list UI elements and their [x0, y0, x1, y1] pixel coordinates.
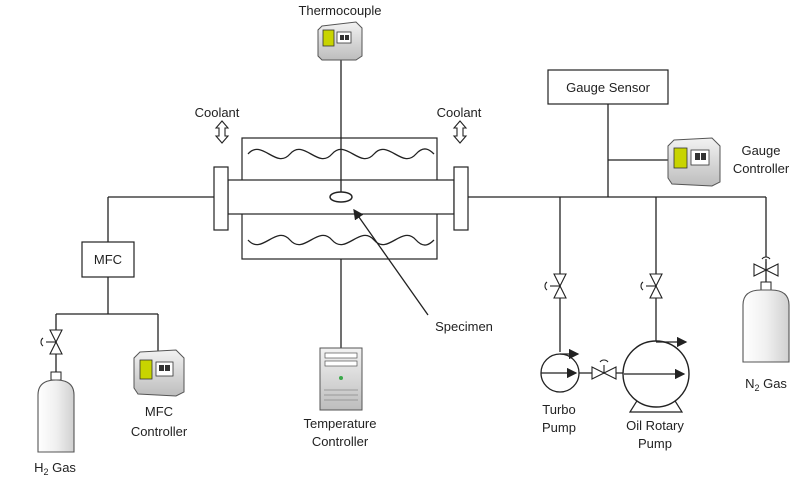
rotary-valve [640, 273, 663, 299]
gauge-sensor-box [547, 69, 669, 105]
rotary-inlet-valve [591, 359, 617, 380]
coolant-label-right: Coolant [437, 105, 482, 120]
oil-rotary-pump [622, 336, 690, 413]
specimen-label: Specimen [435, 319, 493, 334]
coolant-arrow-left [214, 120, 230, 144]
left-flange [213, 166, 229, 231]
mfc-label: MFC [94, 252, 122, 267]
mfc-controller-label-line2: Controller [131, 424, 188, 439]
gauge-controller-label-line2: Controller [733, 161, 790, 176]
temperature-controller-label-line2: Controller [312, 434, 369, 449]
thermocouple-device [317, 21, 363, 61]
specimen-holder [329, 191, 353, 203]
n2-valve [753, 256, 779, 277]
turbo-pump [540, 348, 580, 393]
turbo-pump-label-line2: Pump [542, 420, 576, 435]
gauge-sensor-label: Gauge Sensor [566, 80, 651, 95]
oil-rotary-pump-label-line2: Pump [638, 436, 672, 451]
h2-cylinder [37, 371, 75, 453]
temperature-controller-label-line1: Temperature [304, 416, 377, 431]
mfc-box [81, 241, 135, 278]
n2-gas-label: N2 Gas [745, 376, 787, 393]
h2-valve [40, 329, 63, 355]
chamber [213, 137, 469, 260]
coolant-arrow-right [452, 120, 468, 144]
temperature-controller-device [319, 347, 363, 411]
turbo-pump-label-line1: Turbo [542, 402, 575, 417]
right-flange [453, 166, 469, 231]
gauge-controller-label-line1: Gauge [741, 143, 780, 158]
mfc-controller-label-line1: MFC [145, 404, 173, 419]
gauge-controller-device [667, 137, 721, 187]
oil-rotary-pump-label-line1: Oil Rotary [626, 418, 684, 433]
mfc-controller-device [133, 349, 185, 397]
turbo-valve [544, 273, 567, 299]
h2-gas-label: H2 Gas [34, 460, 76, 477]
coolant-label-left: Coolant [195, 105, 240, 120]
n2-cylinder [742, 281, 790, 363]
specimen-pointer [353, 208, 429, 316]
thermocouple-label: Thermocouple [298, 3, 381, 18]
